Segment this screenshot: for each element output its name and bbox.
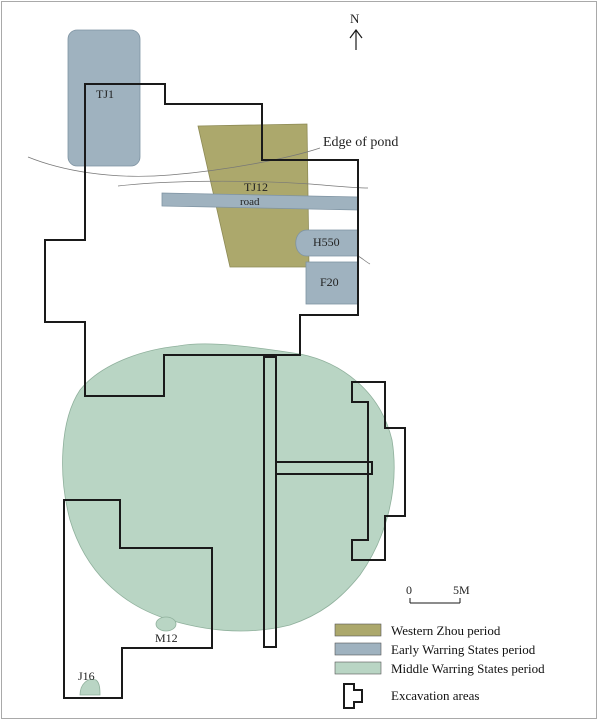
scale-length-label: 5M — [453, 583, 470, 597]
pond-edge-label: Edge of pond — [323, 135, 398, 150]
f20-feature — [305, 261, 359, 305]
m12-label: M12 — [155, 631, 178, 645]
north-arrow-icon — [349, 29, 363, 50]
legend-swatch-middle-warring-states — [334, 661, 382, 675]
j16-label: J16 — [78, 669, 95, 683]
north-label: N — [350, 11, 360, 26]
legend-label-early-warring-states: Early Warring States period — [391, 642, 536, 657]
pond-edge-line-right — [357, 255, 371, 265]
f20-label: F20 — [320, 275, 339, 289]
h550-label: H550 — [313, 235, 340, 249]
j16-feature — [79, 678, 101, 696]
legend-label-middle-warring-states: Middle Warring States period — [391, 661, 545, 676]
tj12-label: TJ12 — [244, 180, 268, 194]
m12-feature — [155, 616, 177, 632]
legend-label-western-zhou: Western Zhou period — [391, 623, 501, 638]
legend-swatch-early-warring-states — [334, 642, 382, 656]
pond-edge-line — [27, 147, 321, 177]
scale-zero-label: 0 — [406, 583, 412, 597]
legend-label-excavation-areas: Excavation areas — [391, 688, 479, 703]
excavation-outline — [44, 83, 406, 699]
tj1-label: TJ1 — [96, 87, 114, 101]
scale-bar — [409, 598, 461, 604]
road-feature — [161, 192, 359, 211]
legend: Western Zhou period Early Warring States… — [334, 623, 545, 709]
pond-edge-line-lower — [117, 180, 369, 189]
h550-feature — [295, 229, 359, 257]
legend-swatch-western-zhou — [334, 623, 382, 637]
middle-warring-states-area — [62, 343, 395, 632]
legend-excavation-symbol — [343, 683, 363, 709]
road-label: road — [240, 196, 260, 208]
